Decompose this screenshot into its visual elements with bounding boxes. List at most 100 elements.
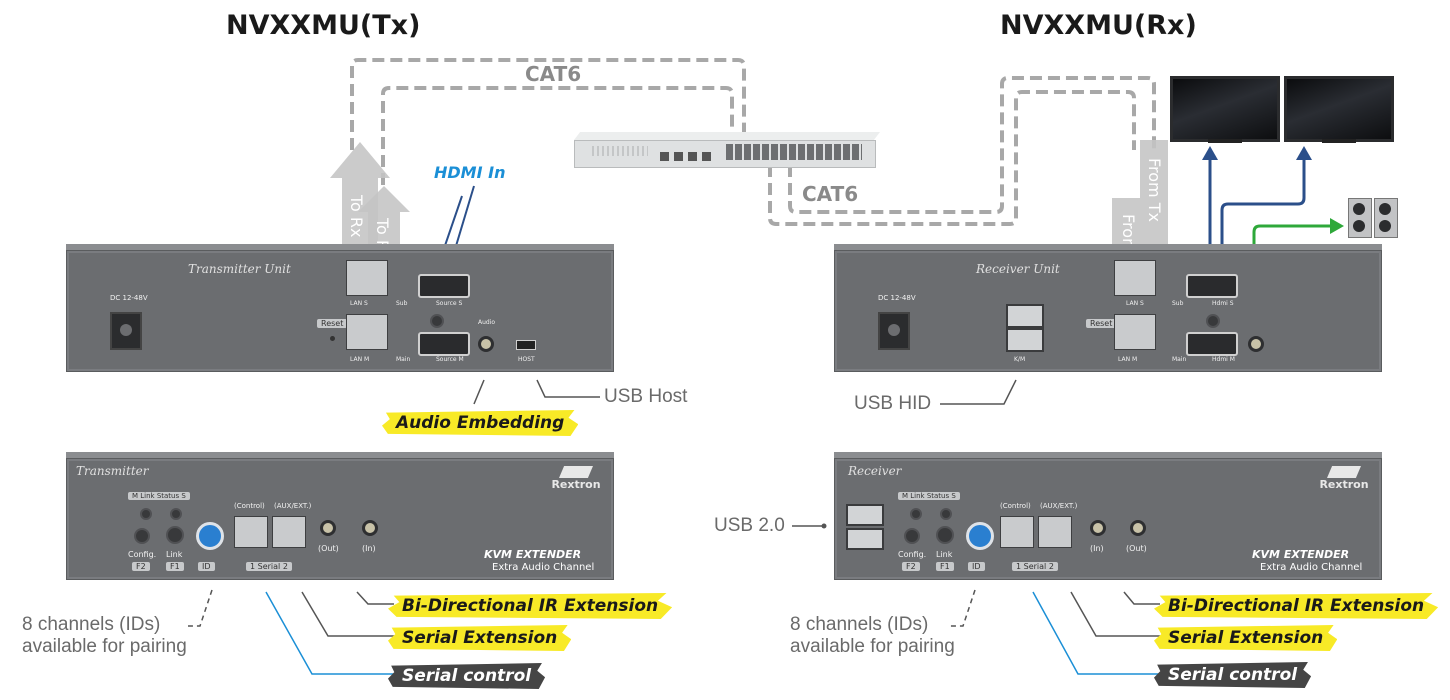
rx-status-led-m — [910, 508, 922, 520]
rx-in-label: (In) — [1090, 544, 1104, 553]
rextron-logo-icon: Rextron — [546, 466, 606, 491]
tx-audio-jack[interactable] — [478, 336, 494, 352]
tx-lan-m-port[interactable] — [346, 314, 388, 350]
rx-lan-s-label: LAN S — [1126, 300, 1144, 307]
network-switch — [574, 132, 880, 168]
tx-rear-panel: Transmitter Unit DC 12-48V Reset LAN S L… — [66, 244, 614, 372]
rx-kvm-label: KVM EXTENDER — [1252, 548, 1350, 561]
tx-source-s-label: Source S — [436, 300, 463, 307]
rx-status-header: M Link Status S — [898, 492, 960, 500]
rx-rear-panel: Receiver Unit DC 12-48V K/M Reset LAN S … — [834, 244, 1382, 372]
rx-extra-audio-label: Extra Audio Channel — [1260, 562, 1363, 573]
tx-status-led-m — [140, 508, 152, 520]
rx-serial-extension-tag: Serial Extension — [1154, 625, 1338, 651]
rx-id-dial[interactable] — [966, 522, 994, 550]
rx-usb-port-2[interactable] — [1006, 328, 1044, 352]
rx-config-button[interactable] — [904, 528, 920, 544]
hdmi-in-label: HDMI In — [434, 163, 506, 182]
tx-control-label: (Control) — [234, 502, 265, 510]
tx-serial-port-2[interactable] — [272, 516, 306, 548]
tx-aux-label: (AUX/EXT.) — [274, 502, 312, 510]
tx-hdmi-source-m-port[interactable] — [418, 332, 470, 356]
rx-serial-port-2[interactable] — [1038, 516, 1072, 548]
audio-embedding-tag: Audio Embedding — [382, 410, 579, 436]
tx-ir-out-jack[interactable] — [320, 520, 336, 536]
rx-ir-out-jack[interactable] — [1130, 520, 1146, 536]
rx-usb20-port-1[interactable] — [846, 504, 884, 526]
cat6-label-top: CAT6 — [525, 62, 582, 86]
monitor-2 — [1284, 76, 1394, 144]
rx-usb20-port-2[interactable] — [846, 528, 884, 550]
rx-aux-label: (AUX/EXT.) — [1040, 502, 1078, 510]
rx-km-label: K/M — [1014, 356, 1026, 363]
tx-ir-in-jack[interactable] — [362, 520, 378, 536]
tx-screw — [430, 314, 444, 328]
rx-channels-line2: available for pairing — [790, 636, 955, 657]
tx-lan-m-label: LAN M — [350, 356, 370, 363]
rx-ir-in-jack[interactable] — [1090, 520, 1106, 536]
tx-lan-s-port[interactable] — [346, 260, 388, 296]
tx-serial-badge: 1 Serial 2 — [246, 562, 292, 571]
rx-brand: Rextron — [1319, 478, 1369, 491]
tx-serial-extension-tag: Serial Extension — [388, 625, 572, 651]
rx-id-badge: ID — [968, 562, 985, 571]
rx-serial-control-tag: Serial control — [1154, 662, 1312, 688]
usb-hid-label: USB HID — [854, 393, 932, 414]
tx-channels-line1: 8 channels (IDs) — [22, 614, 161, 635]
rx-out-label: (Out) — [1126, 544, 1147, 553]
rx-front-title: Receiver — [848, 464, 902, 478]
tx-rear-title: Transmitter Unit — [188, 262, 291, 276]
rx-f1-badge: F1 — [936, 562, 954, 571]
tx-front-panel: Transmitter Rextron M Link Status S Conf… — [66, 452, 614, 580]
tx-status-header: M Link Status S — [128, 492, 190, 500]
rx-hdmi-s-port[interactable] — [1186, 274, 1238, 298]
tx-main-label: Main — [396, 356, 411, 363]
rx-usb-port-1[interactable] — [1006, 304, 1044, 328]
rx-dc-jack — [878, 312, 910, 350]
tx-extra-audio-label: Extra Audio Channel — [492, 562, 595, 573]
tx-title: NVXXMU(Tx) — [226, 10, 421, 41]
rx-front-panel: Receiver Rextron M Link Status S Config.… — [834, 452, 1382, 580]
tx-link-button[interactable] — [166, 526, 184, 544]
rx-status-led-s — [940, 508, 952, 520]
rx-ir-extension-tag: Bi-Directional IR Extension — [1154, 593, 1439, 619]
tx-hdmi-source-s-port[interactable] — [418, 274, 470, 298]
monitor-1 — [1170, 76, 1280, 144]
tx-serial-port-1[interactable] — [234, 516, 268, 548]
tx-f2-badge: F2 — [132, 562, 150, 571]
tx-front-title: Transmitter — [76, 464, 149, 478]
from-tx-label-1: From Tx — [1145, 158, 1164, 222]
tx-reset-button[interactable]: Reset — [317, 319, 348, 328]
tx-config-label: Config. — [128, 550, 157, 559]
tx-config-button[interactable] — [134, 528, 150, 544]
tx-out-label: (Out) — [318, 544, 339, 553]
tx-id-badge: ID — [198, 562, 215, 571]
rx-audio-jack[interactable] — [1248, 336, 1264, 352]
rx-lan-m-label: LAN M — [1118, 356, 1138, 363]
rx-dc-label: DC 12-48V — [878, 294, 916, 302]
rx-hdmi-m-port[interactable] — [1186, 332, 1238, 356]
tx-link-label: Link — [166, 550, 183, 559]
tx-usb-host-port[interactable] — [516, 340, 536, 350]
rx-config-label: Config. — [898, 550, 927, 559]
tx-ir-extension-tag: Bi-Directional IR Extension — [388, 593, 673, 619]
rx-title: NVXXMU(Rx) — [1000, 10, 1197, 41]
tx-channels-line2: available for pairing — [22, 636, 187, 657]
rx-control-label: (Control) — [1000, 502, 1031, 510]
tx-id-dial[interactable] — [196, 522, 224, 550]
tx-sub-label: Sub — [396, 300, 408, 307]
rx-reset-button[interactable]: Reset — [1086, 319, 1117, 328]
rx-rear-title: Receiver Unit — [976, 262, 1060, 276]
usb-host-label: USB Host — [604, 386, 688, 407]
cat6-cable-tx-inner — [381, 86, 734, 185]
rx-f2-badge: F2 — [902, 562, 920, 571]
tx-kvm-label: KVM EXTENDER — [484, 548, 582, 561]
tx-in-label: (In) — [362, 544, 376, 553]
rx-lan-s-port[interactable] — [1114, 260, 1156, 296]
rx-channels-line1: 8 channels (IDs) — [790, 614, 929, 635]
rextron-logo-icon: Rextron — [1314, 466, 1374, 491]
rx-lan-m-port[interactable] — [1114, 314, 1156, 350]
rx-serial-port-1[interactable] — [1000, 516, 1034, 548]
rx-link-button[interactable] — [936, 526, 954, 544]
tx-dc-jack — [110, 312, 142, 350]
